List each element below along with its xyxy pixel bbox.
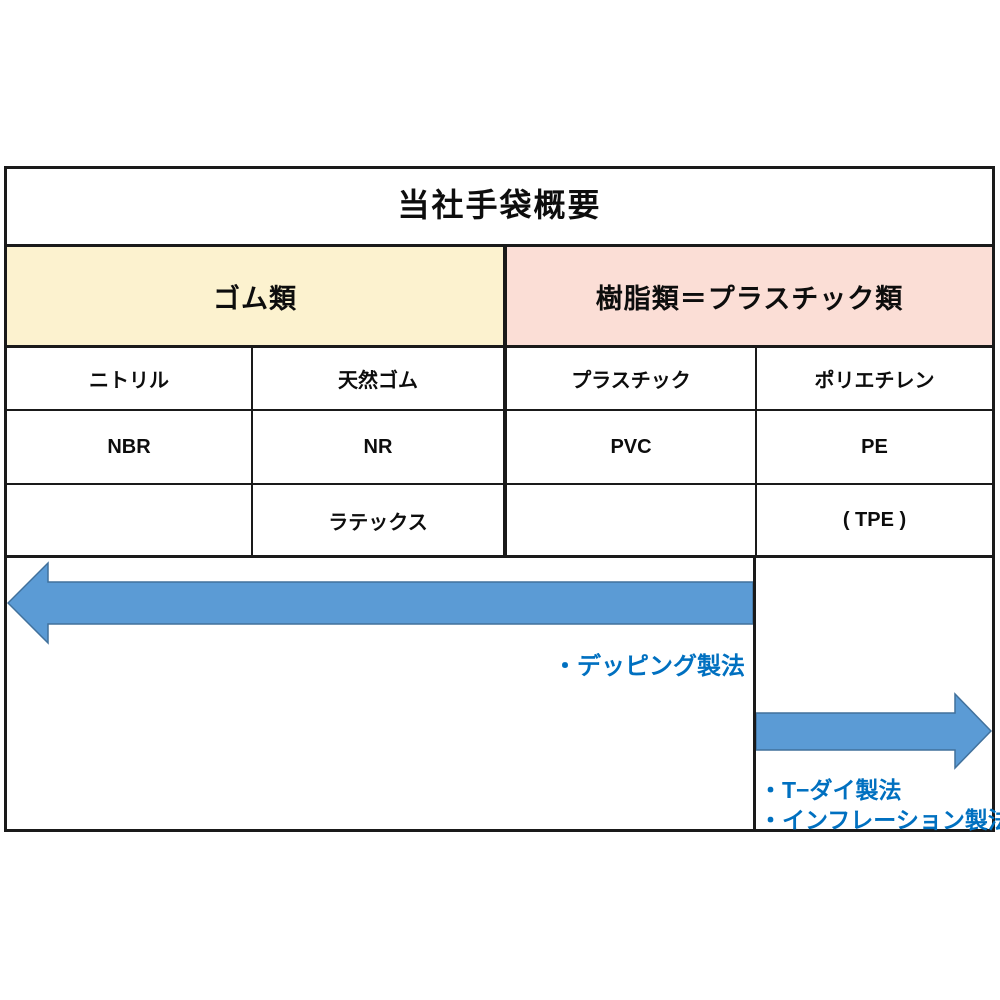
cell-plastic: プラスチック	[503, 348, 755, 409]
cell-pe: PE	[755, 411, 992, 483]
inflation-method-label: ・インフレーション製法	[759, 807, 1000, 833]
table-title-row: 当社手袋概要	[7, 169, 992, 244]
rubber-dipping-arrow	[7, 561, 754, 645]
cell-nitrile: ニトリル	[89, 370, 169, 392]
material-extra-row: ラテックス ( TPE )	[7, 483, 992, 555]
plastic-extrusion-arrow	[755, 692, 992, 770]
cell-natural-rubber: 天然ゴム	[251, 348, 503, 409]
cell-nr: NR	[251, 411, 503, 483]
table-title: 当社手袋概要	[397, 187, 602, 223]
material-name-row: ニトリル 天然ゴム プラスチック ポリエチレン	[7, 345, 992, 409]
cell-empty-2	[503, 485, 755, 555]
cell-tpe: ( TPE )	[755, 485, 992, 555]
rubber-category-header: ゴム類	[7, 247, 503, 345]
cell-empty-1	[7, 485, 251, 555]
cell-latex: ラテックス	[251, 485, 503, 555]
dipping-method-label: ・デッピング製法	[553, 653, 745, 680]
manufacturing-method-section: ・デッピング製法 ・T−ダイ製法 ・インフレーション製法	[7, 555, 1000, 833]
method-arrows-canvas	[7, 561, 992, 770]
material-code-row: NBR NR PVC PE	[7, 409, 992, 483]
column-divider-line	[753, 558, 756, 829]
t-die-method-label: ・T−ダイ製法	[759, 777, 902, 803]
cell-nbr: NBR	[107, 435, 151, 458]
cell-pvc: PVC	[503, 411, 755, 483]
cell-polyethylene: ポリエチレン	[755, 348, 992, 409]
glove-overview-table: 当社手袋概要 ゴム類 樹脂類＝プラスチック類 ニトリル 天然ゴム プラスチック …	[4, 166, 1000, 833]
category-header-row: ゴム類 樹脂類＝プラスチック類	[7, 244, 992, 345]
plastic-category-header: 樹脂類＝プラスチック類	[503, 247, 992, 345]
